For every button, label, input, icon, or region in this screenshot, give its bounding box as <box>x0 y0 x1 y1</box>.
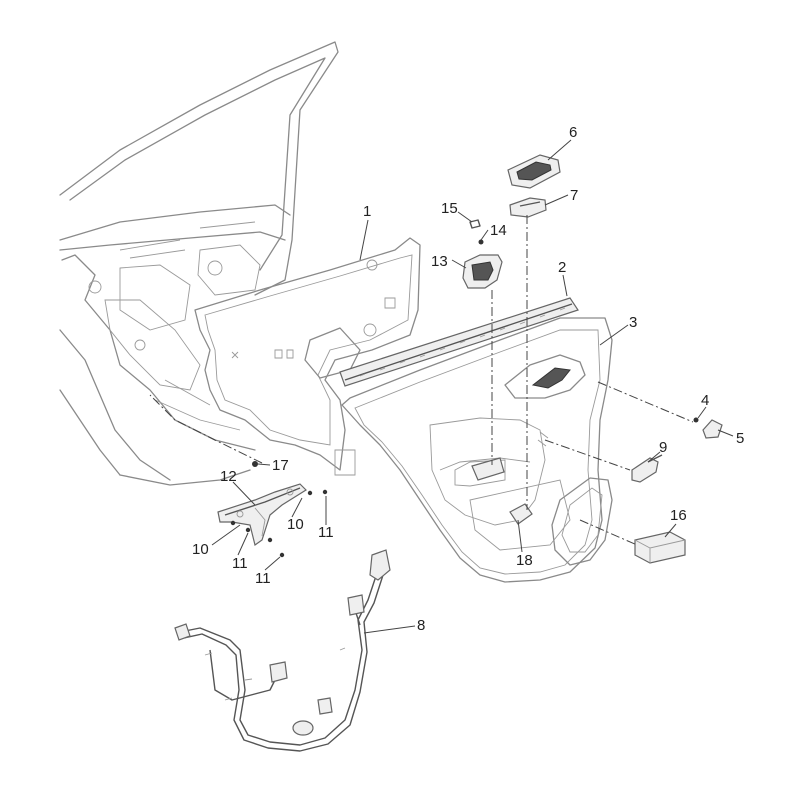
screw-17 <box>252 461 258 467</box>
leader-lines <box>211 139 734 634</box>
pad-16 <box>634 531 686 564</box>
callout-10b: 10 <box>287 516 304 533</box>
window-switch <box>509 197 547 218</box>
clip-4 <box>693 417 699 423</box>
callout-15: 15 <box>441 200 458 217</box>
callout-17: 17 <box>272 457 289 474</box>
water-deflector-panel <box>194 237 421 476</box>
callout-11b: 11 <box>318 524 334 541</box>
door-frame <box>59 41 339 486</box>
callout-11a: 11 <box>232 555 248 572</box>
inside-handle-bezel <box>462 254 503 289</box>
callout-7: 7 <box>570 187 578 204</box>
cap-5 <box>702 419 723 439</box>
door-trim-panel <box>341 317 613 583</box>
screw-14 <box>478 239 484 245</box>
callout-labels: 1 2 3 4 5 6 7 8 9 10 10 11 11 11 12 13 1… <box>192 124 744 634</box>
push-pin-9 <box>631 454 663 483</box>
callout-3: 3 <box>629 314 637 331</box>
callout-18: 18 <box>516 552 533 569</box>
callout-10a: 10 <box>192 541 209 558</box>
callout-6: 6 <box>569 124 577 141</box>
clip-15 <box>469 219 481 229</box>
callout-8: 8 <box>417 617 425 634</box>
callout-16: 16 <box>670 507 687 524</box>
wiring-harness <box>174 549 391 752</box>
screws-10-11 <box>230 489 328 558</box>
callout-11c: 11 <box>255 570 271 587</box>
window-switch-bezel <box>507 154 561 189</box>
alignment-lines <box>149 215 694 546</box>
belt-sealing-strip <box>339 297 579 387</box>
callout-14: 14 <box>490 222 507 239</box>
callout-2: 2 <box>558 259 566 276</box>
callout-5: 5 <box>736 430 744 447</box>
callout-13: 13 <box>431 253 448 270</box>
callout-9: 9 <box>659 439 667 456</box>
bracket-12 <box>217 483 307 547</box>
callout-1: 1 <box>363 203 371 220</box>
strip-slots <box>359 307 566 377</box>
callout-12: 12 <box>220 468 237 485</box>
callout-4: 4 <box>701 392 709 409</box>
